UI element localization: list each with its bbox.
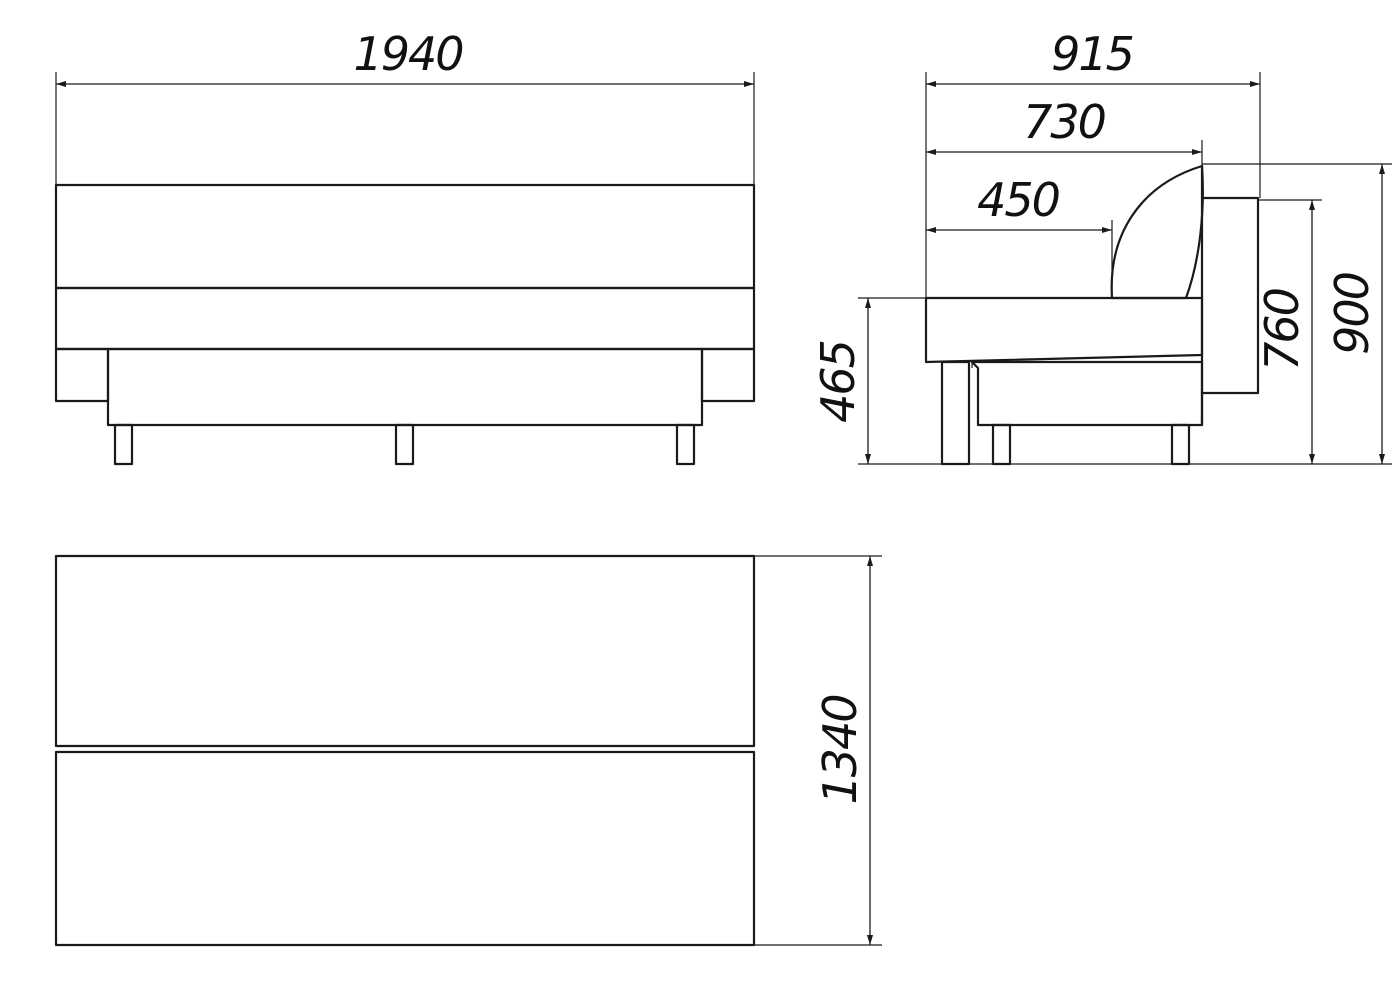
front-leg-right bbox=[675, 423, 696, 466]
side-leg-front bbox=[940, 360, 971, 466]
top-panel-upper bbox=[54, 554, 756, 748]
side-armrest bbox=[1200, 164, 1260, 395]
front-drawer-box bbox=[106, 347, 704, 427]
side-leg-rear bbox=[1170, 423, 1191, 466]
dim-label-unfolded-length: 1340 bbox=[813, 695, 867, 804]
side-seat-cushion bbox=[924, 296, 1204, 364]
front-backrest bbox=[54, 183, 756, 290]
front-right-base bbox=[700, 347, 756, 403]
front-leg-center bbox=[394, 423, 415, 466]
front-seat bbox=[54, 286, 756, 351]
front-leg-left bbox=[113, 423, 134, 466]
dim-label-side-depth-backrest: 730 bbox=[1023, 95, 1105, 149]
dim-label-armrest-height: 760 bbox=[1255, 289, 1309, 371]
dim-label-total-height: 900 bbox=[1325, 273, 1379, 355]
front-view: 1940 bbox=[54, 27, 756, 466]
top-panel-lower bbox=[54, 750, 756, 947]
front-left-base bbox=[54, 347, 110, 403]
side-drawer-box bbox=[970, 360, 1204, 427]
side-backrest-cushion bbox=[1110, 164, 1204, 300]
side-view: 915 730 450 465 760 900 bbox=[811, 27, 1392, 466]
dim-label-front-width: 1940 bbox=[353, 27, 462, 81]
side-leg-middle bbox=[991, 423, 1012, 466]
dim-label-side-depth-total: 915 bbox=[1051, 27, 1133, 81]
top-view: 1340 bbox=[54, 554, 882, 947]
dim-label-side-depth-seat: 450 bbox=[977, 173, 1059, 227]
dim-label-seat-height: 465 bbox=[811, 341, 865, 423]
